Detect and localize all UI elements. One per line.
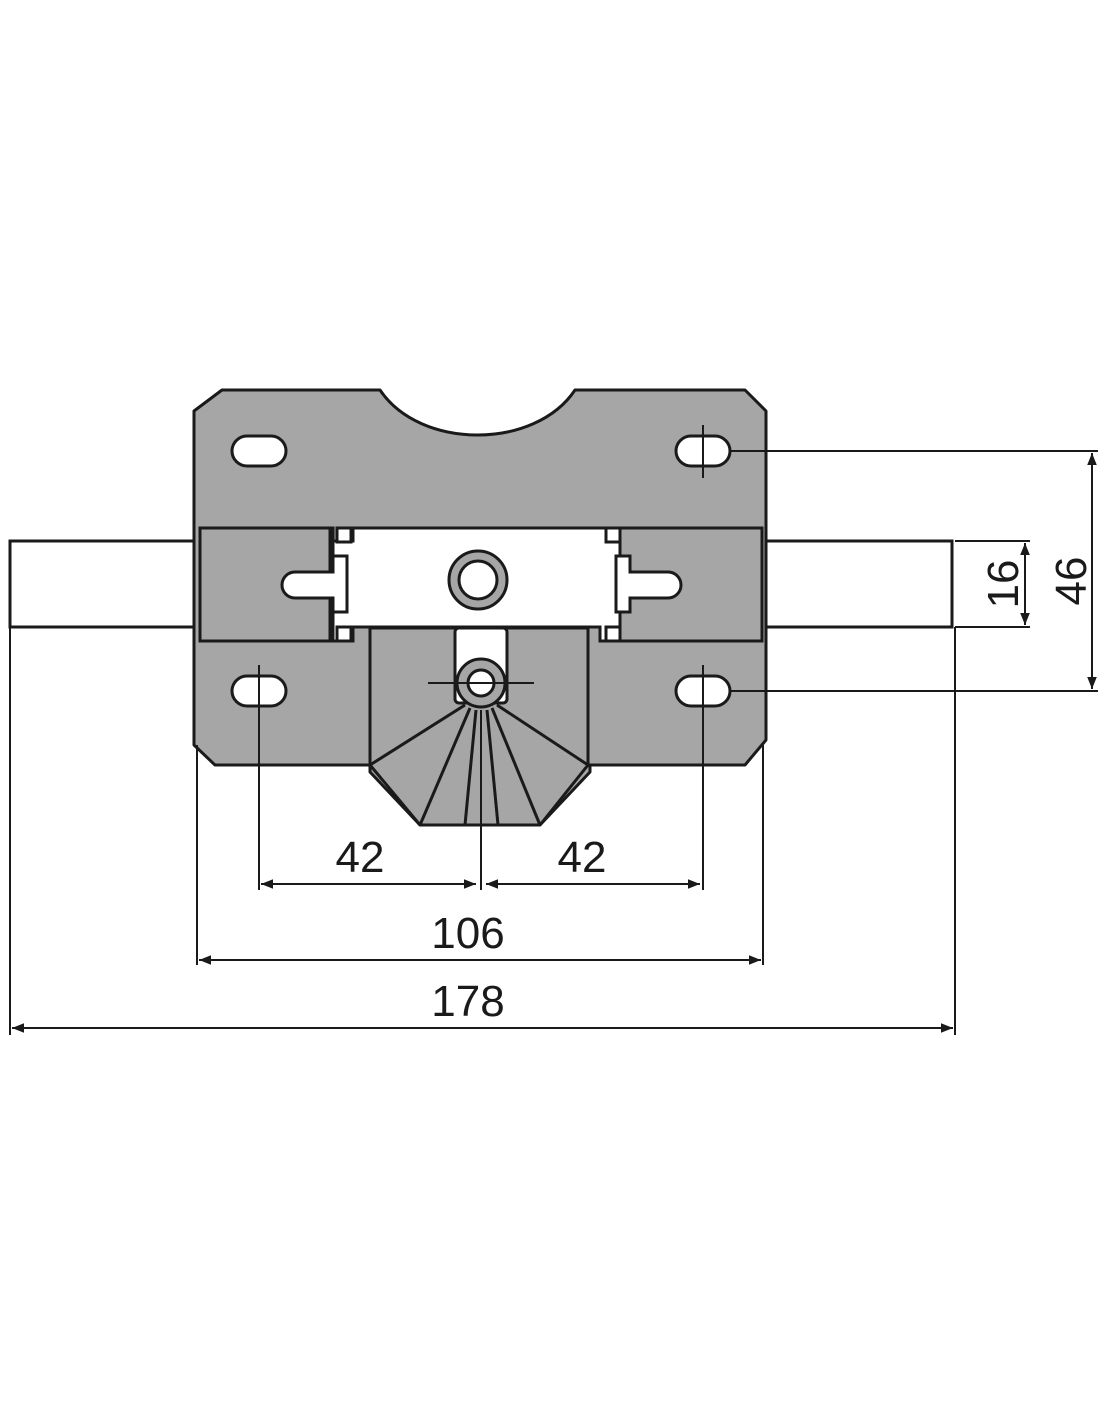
dim-label-right-42: 42 xyxy=(558,833,607,882)
dim-label-106: 106 xyxy=(431,909,504,958)
bolt-notch-right-lower xyxy=(604,625,622,643)
dimension-lines xyxy=(12,453,1097,1033)
cylinder-fan-lines xyxy=(369,703,589,826)
bolt-key-slot-left xyxy=(280,554,349,614)
dim-label-left-42: 42 xyxy=(336,833,385,882)
dim-label-46: 46 xyxy=(1047,557,1096,606)
bolt-notch-left-lower xyxy=(335,625,353,643)
dim-label-178: 178 xyxy=(431,977,504,1026)
bolt-boss-inner xyxy=(457,559,499,601)
dim-label-16: 16 xyxy=(979,560,1028,609)
bolt-key-slot-right xyxy=(614,554,683,614)
bolt-notch-left xyxy=(335,526,353,544)
bolt-bar-right xyxy=(756,539,954,629)
extension-lines xyxy=(9,450,1098,1035)
mounting-hole-top-left xyxy=(230,434,288,468)
bolt-bar-left xyxy=(8,539,202,629)
hole-center-marks xyxy=(258,425,704,718)
bolt-notch-right xyxy=(604,526,622,544)
